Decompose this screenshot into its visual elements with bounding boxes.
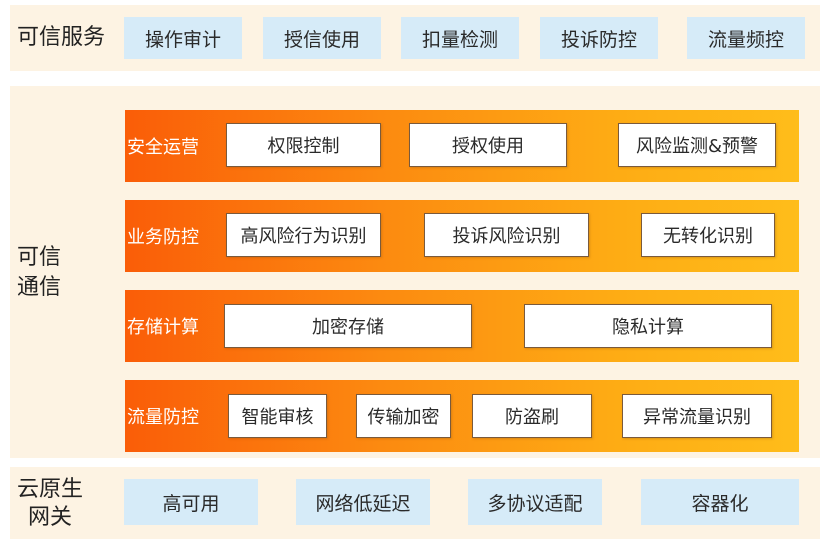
chip-high-availability: 高可用	[124, 479, 258, 525]
box-encrypted-storage: 加密存储	[224, 304, 472, 348]
row-business-control: 业务防控 高风险行为识别 投诉风险识别 无转化识别	[125, 200, 799, 272]
row-business-control-label: 业务防控	[127, 227, 199, 248]
row-traffic-control: 流量防控 智能审核 传输加密 防盗刷 异常流量识别	[125, 380, 799, 452]
row-storage-compute: 存储计算 加密存储 隐私计算	[125, 290, 799, 362]
row-traffic-control-label: 流量防控	[127, 407, 199, 428]
box-smart-review: 智能审核	[228, 394, 327, 438]
box-transport-encryption: 传输加密	[356, 394, 451, 438]
box-no-conversion: 无转化识别	[641, 213, 775, 257]
chip-operation-audit: 操作审计	[124, 17, 242, 59]
chip-low-latency: 网络低延迟	[296, 479, 430, 525]
trusted-comm-label-line1: 可信	[17, 245, 62, 270]
chip-credit-use: 授信使用	[263, 17, 381, 59]
trusted-service-label: 可信服务	[17, 25, 106, 50]
cloud-gateway-label-line2: 网关	[28, 505, 73, 530]
box-abnormal-traffic: 异常流量识别	[622, 394, 772, 438]
cloud-gateway-label-line1: 云原生	[17, 477, 84, 502]
trusted-comm-label-line2: 通信	[17, 275, 62, 300]
box-high-risk-behavior: 高风险行为识别	[226, 213, 381, 257]
cloud-gateway-band: 云原生 网关 高可用 网络低延迟 多协议适配 容器化	[10, 467, 820, 539]
chip-containerization: 容器化	[641, 479, 799, 525]
box-complaint-risk: 投诉风险识别	[424, 213, 589, 257]
chip-complaint-control: 投诉防控	[540, 17, 658, 59]
trusted-service-band: 可信服务 操作审计 授信使用 扣量检测 投诉防控 流量频控	[10, 5, 820, 71]
box-anti-fraud-brush: 防盗刷	[472, 394, 592, 438]
box-privacy-compute: 隐私计算	[524, 304, 772, 348]
chip-traffic-rate-control: 流量频控	[687, 17, 805, 59]
chip-multi-protocol: 多协议适配	[468, 479, 602, 525]
box-authorized-use: 授权使用	[409, 123, 567, 167]
row-storage-compute-label: 存储计算	[127, 317, 199, 338]
box-permission-control: 权限控制	[226, 123, 381, 167]
chip-deduction-detect: 扣量检测	[401, 17, 519, 59]
row-security-ops: 安全运营 权限控制 授权使用 风险监测&预警	[125, 110, 799, 182]
row-security-ops-label: 安全运营	[127, 137, 199, 158]
box-risk-monitoring: 风险监测&预警	[618, 123, 776, 167]
